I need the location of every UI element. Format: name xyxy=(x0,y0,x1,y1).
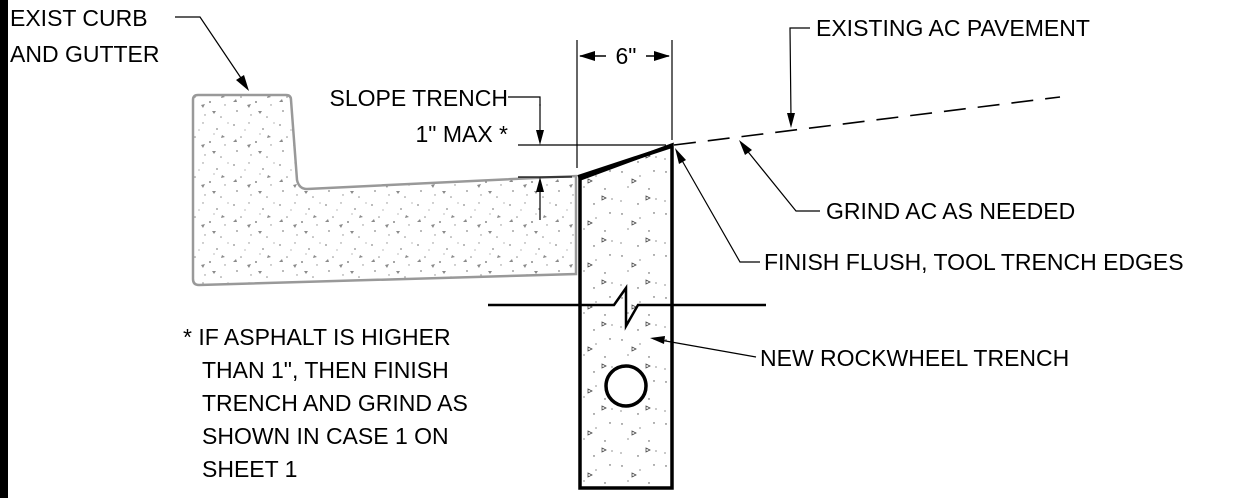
label-exist-curb-line2: AND GUTTER xyxy=(10,41,160,67)
note-line-2: THAN 1", THEN FINISH xyxy=(202,357,449,383)
label-existing-ac-pavement: EXISTING AC PAVEMENT xyxy=(816,15,1090,41)
label-slope-trench-line2: 1" MAX * xyxy=(415,121,508,147)
existing-ac-surface-dashed xyxy=(673,96,1061,146)
label-finish-flush: FINISH FLUSH, TOOL TRENCH EDGES xyxy=(764,249,1184,275)
curb-leader xyxy=(175,16,246,85)
finish-flush-leader xyxy=(679,156,760,263)
label-exist-curb-line1: EXIST CURB xyxy=(10,5,148,31)
label-grind-ac: GRIND AC AS NEEDED xyxy=(826,198,1075,224)
existing-ac-leader-arrow xyxy=(787,113,795,128)
note-line-4: SHOWN IN CASE 1 ON xyxy=(202,423,449,449)
existing-ac-leader xyxy=(789,27,810,119)
slope-arrow-upper xyxy=(536,130,544,145)
break-line xyxy=(488,284,766,331)
dim-arrow-right xyxy=(654,51,670,61)
note-line-1: * IF ASPHALT IS HIGHER xyxy=(183,324,451,350)
grind-ac-leader xyxy=(744,147,820,212)
grind-ac-leader-arrow xyxy=(739,140,752,155)
note-line-3: TRENCH AND GRIND AS xyxy=(202,390,468,416)
conduit-circle xyxy=(604,364,648,408)
curb-and-gutter xyxy=(191,93,578,287)
slope-arrow-lower xyxy=(536,177,544,192)
new-trench-leader xyxy=(659,339,757,358)
label-slope-trench-line1: SLOPE TRENCH xyxy=(329,85,508,111)
note-line-5: SHEET 1 xyxy=(202,456,297,482)
label-new-rockwheel-trench: NEW ROCKWHEEL TRENCH xyxy=(760,345,1069,371)
finish-flush-leader-arrow xyxy=(675,148,686,164)
left-border-bar xyxy=(0,0,8,498)
trench-finish-surface xyxy=(577,144,673,179)
dim-arrow-left xyxy=(579,51,595,61)
new-trench-leader-arrow xyxy=(650,336,665,344)
curb-leader-arrow xyxy=(236,75,249,91)
label-dimension-6in: 6" xyxy=(616,43,637,69)
slope-leader xyxy=(508,96,541,106)
